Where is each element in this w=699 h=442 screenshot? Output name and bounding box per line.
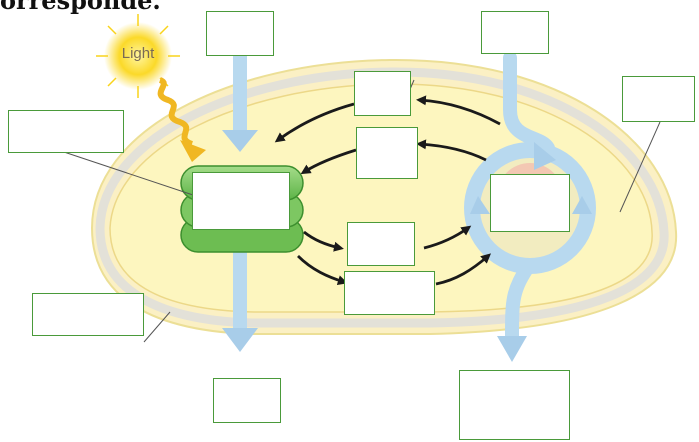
- answer-box-9[interactable]: [347, 222, 415, 266]
- answer-box-8[interactable]: [490, 174, 570, 232]
- arrow-upper-right-1: [416, 95, 501, 126]
- answer-box-7[interactable]: [192, 172, 290, 230]
- arrow-lower-right-1: [423, 225, 472, 250]
- arrow-upper-right-2: [416, 139, 487, 162]
- answer-box-13[interactable]: [459, 370, 570, 440]
- arrow-lower-right-2: [435, 253, 492, 286]
- heading-text: orresponde.: [0, 0, 161, 15]
- answer-box-1[interactable]: [206, 11, 274, 56]
- black-arrows: [274, 95, 501, 286]
- answer-box-5[interactable]: [354, 71, 411, 116]
- answer-box-2[interactable]: [481, 11, 549, 54]
- arrow-upper-left-1: [274, 102, 355, 143]
- arrow-lower-left-1: [303, 230, 344, 252]
- answer-box-3[interactable]: [8, 110, 124, 153]
- light-source: [96, 14, 180, 98]
- light-label: Light: [122, 45, 155, 62]
- arrow-lower-left-2: [297, 255, 348, 285]
- answer-box-10[interactable]: [344, 271, 435, 315]
- arrow-upper-left-2: [300, 148, 357, 175]
- answer-box-4[interactable]: [622, 76, 695, 122]
- answer-box-6[interactable]: [356, 127, 418, 179]
- thylakoid-output-arrow: [222, 245, 258, 352]
- answer-box-11[interactable]: [32, 293, 144, 336]
- light-wave-arrow: [157, 77, 206, 162]
- thylakoid-input-arrow: [222, 56, 258, 152]
- answer-box-12[interactable]: [213, 378, 281, 423]
- leader-lines: [63, 79, 661, 343]
